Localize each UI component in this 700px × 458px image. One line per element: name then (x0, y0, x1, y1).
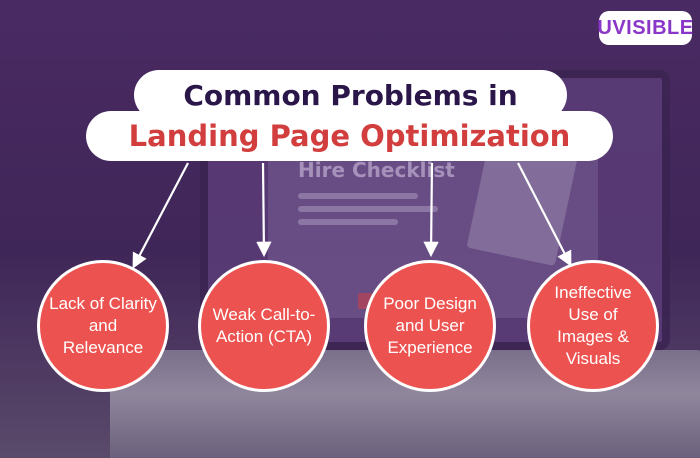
problem-circle-cta: Weak Call-to-Action (CTA) (198, 260, 330, 392)
problem-label: Lack of Clarity and Relevance (49, 294, 157, 357)
problem-label: Ineffective Use of Images & Visuals (554, 283, 632, 368)
arrow-1 (132, 162, 189, 269)
problem-circle-design: Poor Design and User Experience (364, 260, 496, 392)
title-line-1: Common Problems in (134, 70, 567, 120)
background-screen-line (298, 219, 398, 225)
background-screen-line (298, 206, 438, 212)
problem-circle-clarity: Lack of Clarity and Relevance (37, 260, 169, 392)
title-line-1-text: Common Problems in (183, 78, 518, 112)
background-screen-line (298, 193, 418, 199)
problem-circle-images: Ineffective Use of Images & Visuals (527, 260, 659, 392)
problem-label: Poor Design and User Experience (383, 294, 477, 357)
problem-label: Weak Call-to-Action (CTA) (212, 305, 316, 346)
background-screen-heading: Hire Checklist (298, 158, 455, 182)
uvisible-logo: UVISIBLE (597, 11, 693, 45)
title-line-2-text: Landing Page Optimization (128, 119, 571, 153)
